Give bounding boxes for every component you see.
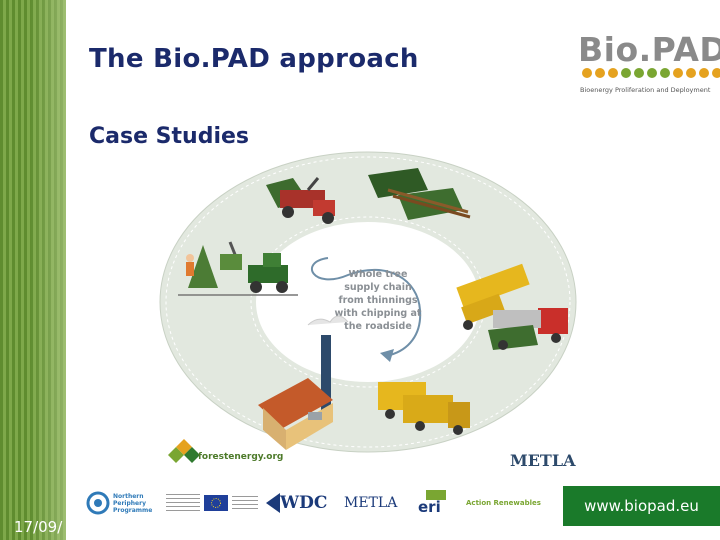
logo-dots [582,68,720,78]
wdc-logo: WDC [266,486,332,520]
forestenergy-logo: forestenergy.org [168,439,283,463]
slide-title: The Bio.PAD approach [89,44,419,74]
forestenergy-label: forestenergy.org [198,452,283,462]
forwarder-illustration [178,241,298,296]
biopad-logo: Bio.PAD Bioenergy Proliferation and Depl… [578,30,720,100]
action-renewables-logo: Action Renewables [464,486,541,520]
logo-dot [686,68,696,78]
sponsor-logos: Northern Periphery Programme WDC METLA e… [86,486,556,520]
inner-hole [256,222,480,382]
npp-emblem-icon [86,491,110,515]
cycle-arrowhead [380,349,394,362]
eri-logo: eri [418,486,458,520]
url-text[interactable]: www.biopad.eu [584,497,699,515]
logo-dot [608,68,618,78]
side-stripe-fade [30,0,66,540]
action-renewables-label: Action Renewables [466,499,541,507]
slide-date: 17/09/ [14,518,63,536]
wdc-emblem-icon [266,493,280,513]
center-text-3: from thinnings [338,295,417,306]
metla-sponsor-logo: METLA [344,486,404,520]
outer-ring-dash [165,156,571,448]
logo-dot [582,68,592,78]
chip-truck-illustration [378,382,470,435]
felled-trees-illustration [368,168,471,220]
supply-chain-diagram: Whole tree supply chain from thinnings w… [159,151,577,470]
logo-tagline: Bioenergy Proliferation and Deployment [580,86,711,94]
logo-dot [647,68,657,78]
logo-dot [699,68,709,78]
wdc-label: WDC [280,493,328,513]
npp-line-1: Northern [113,492,144,500]
slide-subtitle: Case Studies [89,124,249,149]
center-text-4: with chipping at [335,308,422,319]
logo-dot [673,68,683,78]
eu-flag-icon [204,495,228,511]
metla-label: METLA [510,451,576,470]
logo-dot [621,68,631,78]
center-text-1: Whole tree [349,269,408,280]
url-box: www.biopad.eu [563,486,720,526]
metla-sponsor-label: METLA [344,495,398,511]
investing-text-block [166,486,202,520]
center-text-5: the roadside [344,321,412,332]
logo-name: Bio.PAD [578,30,720,69]
eu-text-block [232,486,262,520]
cycle-arrow [310,257,422,356]
npp-line-2: Periphery [113,499,146,507]
eu-flag [204,486,232,520]
logo-dot [595,68,605,78]
eri-label: eri [418,498,441,516]
npp-line-3: Programme [113,506,153,514]
center-text-2: supply chain [344,282,412,293]
npp-logo: Northern Periphery Programme [86,486,156,520]
logo-dot [712,68,720,78]
logo-dot [660,68,670,78]
chipper-truck-illustration [456,263,568,350]
heating-plant-illustration [258,315,349,450]
harvester-illustration [266,177,335,224]
logo-dot [634,68,644,78]
